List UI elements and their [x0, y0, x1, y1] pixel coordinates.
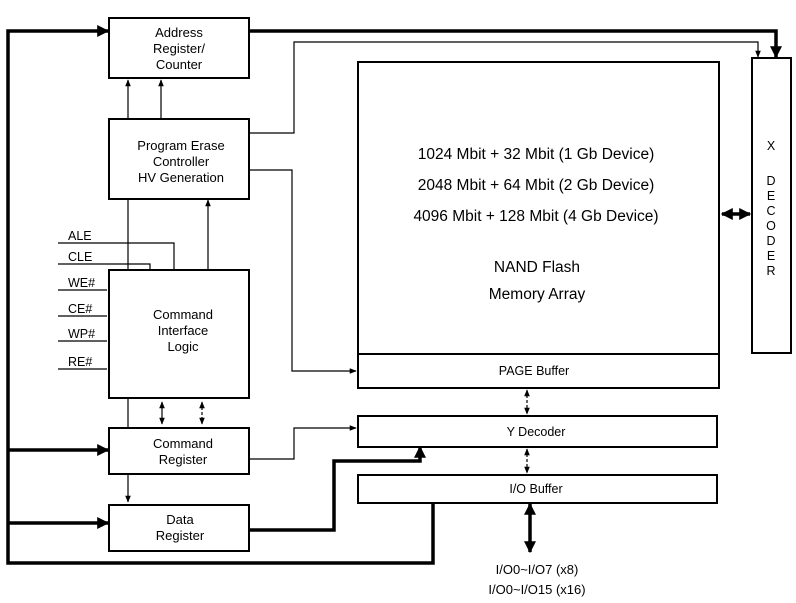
io-x8-label: I/O0~I/O7 (x8)	[496, 562, 579, 577]
io-buffer-label: I/O Buffer	[509, 482, 562, 496]
cil-label-3: Logic	[167, 339, 199, 354]
address-register-label-1: Address	[155, 25, 203, 40]
signal-ce-label: CE#	[68, 302, 92, 316]
command-register-block: Command Register	[108, 427, 250, 475]
controller-to-xdecoder-line	[250, 41, 761, 134]
y-decoder-label: Y Decoder	[507, 425, 566, 439]
memory-array-title-1: NAND Flash	[494, 259, 580, 276]
controller-to-page-buffer-line	[250, 169, 357, 374]
signal-wp-label: WP#	[68, 327, 95, 341]
command-register-label-1: Command	[153, 436, 213, 451]
x-decoder-letter: E	[767, 189, 775, 203]
command-register-to-ydecoder-line	[250, 425, 357, 460]
x-decoder-letter: D	[766, 174, 775, 188]
program-erase-controller-block: Program Erase Controller HV Generation	[108, 118, 250, 200]
data-register-block: Data Register	[108, 504, 250, 552]
controller-label-2: Controller	[153, 154, 210, 169]
address-register-label-3: Counter	[156, 57, 203, 72]
io-to-address-bus	[6, 25, 435, 565]
x-decoder-letter: X	[767, 139, 776, 153]
io-buffer-block: I/O Buffer	[357, 474, 718, 504]
cil-label-1: Command	[153, 307, 213, 322]
x-decoder-letter: D	[766, 234, 775, 248]
signal-we-label: WE#	[68, 276, 95, 290]
signal-cle-label: CLE	[68, 250, 92, 264]
command-register-label-2: Register	[159, 452, 208, 467]
command-interface-logic-block: Command Interface Logic	[108, 269, 250, 399]
x-decoder-letter: E	[767, 249, 775, 263]
data-register-to-ydecoder-bus	[250, 445, 426, 532]
capacity-4gb: 4096 Mbit + 128 Mbit (4 Gb Device)	[413, 208, 658, 225]
connection-lines	[6, 25, 782, 565]
memory-array-title-2: Memory Array	[489, 286, 586, 303]
io-pin-labels: I/O0~I/O7 (x8) I/O0~I/O15 (x16)	[488, 562, 585, 597]
data-register-label-2: Register	[156, 528, 205, 543]
ale-line	[58, 242, 175, 269]
memory-array-block: 1024 Mbit + 32 Mbit (1 Gb Device) 2048 M…	[357, 61, 720, 355]
io-x16-label: I/O0~I/O15 (x16)	[488, 582, 585, 597]
capacity-2gb: 2048 Mbit + 64 Mbit (2 Gb Device)	[418, 177, 654, 194]
cil-label-2: Interface	[158, 323, 209, 338]
page-buffer-label: PAGE Buffer	[499, 364, 569, 378]
controller-label-3: HV Generation	[138, 170, 224, 185]
signal-re-label: RE#	[68, 355, 92, 369]
cle-line	[58, 263, 151, 269]
capacity-1gb: 1024 Mbit + 32 Mbit (1 Gb Device)	[418, 146, 654, 163]
signal-ale-label: ALE	[68, 229, 92, 243]
x-decoder-letter: R	[766, 264, 775, 278]
address-to-xdecoder-bus	[250, 29, 782, 59]
data-register-label-1: Data	[166, 512, 194, 527]
controller-label-1: Program Erase	[137, 138, 224, 153]
x-decoder-letter: O	[766, 219, 776, 233]
page-buffer-block: PAGE Buffer	[357, 353, 720, 389]
address-register-block: Address Register/ Counter	[108, 17, 250, 79]
x-decoder-block: X D E C O D E R	[751, 57, 792, 354]
control-signal-labels: ALE CLE WE# CE# WP# RE#	[68, 229, 95, 369]
x-decoder-letter: C	[766, 204, 775, 218]
y-decoder-block: Y Decoder	[357, 415, 718, 448]
address-register-label-2: Register/	[153, 41, 205, 56]
